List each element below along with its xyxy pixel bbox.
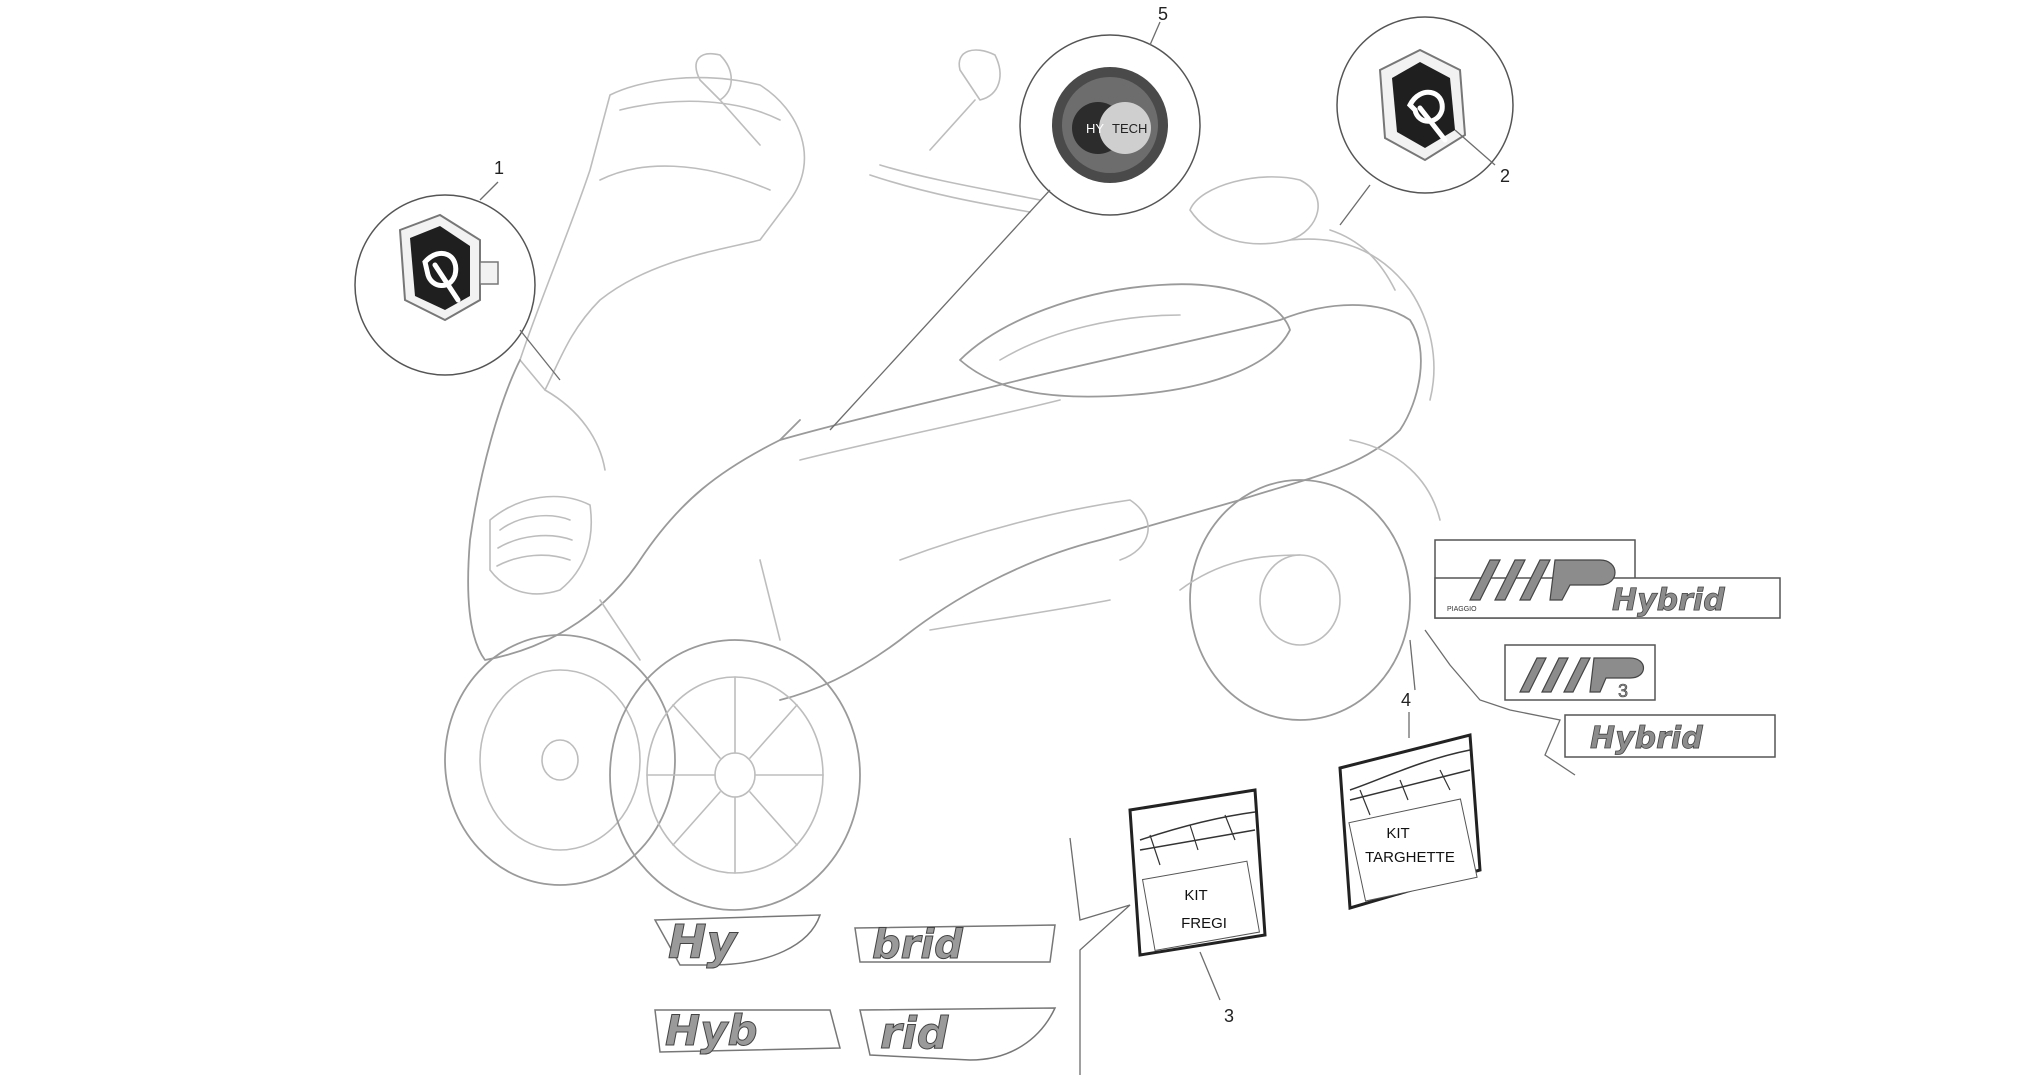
rear-wheel <box>1179 479 1411 721</box>
mp3-hybrid-decal: PIAGGIO Hybrid <box>1434 539 1781 619</box>
front-wheel-left <box>444 634 676 886</box>
svg-text:3: 3 <box>1618 681 1628 701</box>
front-wheel-right <box>609 639 861 911</box>
hybrid-bottom-part2: rid <box>880 1008 949 1059</box>
detail-bubble-5: HY TECH 5 <box>829 4 1201 431</box>
callout-4: 4 <box>1401 690 1411 710</box>
hytech-badge-right-text: TECH <box>1112 121 1147 136</box>
callout-5: 5 <box>1158 4 1168 24</box>
callout-2: 2 <box>1500 166 1510 186</box>
piaggio-badge-rear <box>1378 48 1467 162</box>
hytech-badge: HY TECH <box>1052 67 1168 183</box>
kit-targhette-bag: KIT TARGHETTE 4 <box>1338 690 1482 910</box>
callout-3: 3 <box>1224 1006 1234 1026</box>
hytech-badge-left-text: HY <box>1086 121 1104 136</box>
kit-fregi-line1: KIT <box>1184 887 1207 904</box>
kit-fregi-bag: KIT FREGI 3 <box>1128 788 1267 1026</box>
kit-fregi-line2: FREGI <box>1181 915 1227 932</box>
mp3-decal-small: 3 <box>1504 644 1656 701</box>
kit-targhette-line1: KIT <box>1386 825 1409 842</box>
kit-targhette-line2: TARGHETTE <box>1365 849 1455 866</box>
piaggio-badge-front <box>398 213 499 322</box>
callout-1: 1 <box>494 158 504 178</box>
hybrid-side-decal-bottom: Hyb rid <box>654 1006 1057 1061</box>
mp3-hybrid-brand-text: PIAGGIO <box>1447 606 1477 613</box>
mp3-hybrid-script-text: Hybrid <box>1612 583 1725 618</box>
hybrid-decal-small: Hybrid <box>1564 714 1776 758</box>
hybrid-small-text: Hybrid <box>1590 721 1703 756</box>
hybrid-top-part2: brid <box>872 922 963 968</box>
detail-bubble-2: 2 <box>1336 16 1514 226</box>
hybrid-top-part1: Hy <box>668 915 738 969</box>
hybrid-side-decal-top: Hy brid <box>653 914 1056 970</box>
scooter-line-art <box>444 49 1441 911</box>
hybrid-bottom-part1: Hyb <box>665 1006 758 1055</box>
detail-bubble-1: 1 <box>354 158 561 381</box>
